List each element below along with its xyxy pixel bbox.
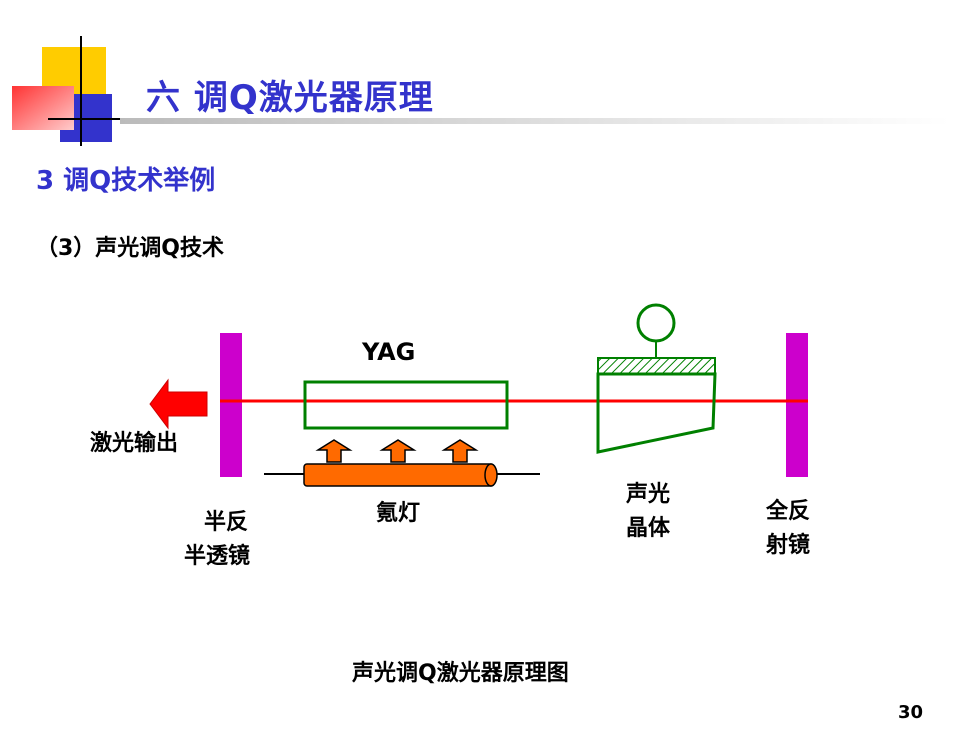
- page-number: 30: [898, 702, 924, 723]
- section-heading: （3）声光调Q技术: [36, 236, 225, 261]
- pump-arrow-3: [441, 439, 479, 463]
- lamp-label: 氪灯: [376, 501, 421, 526]
- acousto-optic-crystal: [596, 372, 717, 454]
- slide-subtitle: 3 调Q技术举例: [36, 166, 216, 196]
- output-mirror-label-line1: 半反: [204, 510, 249, 535]
- title-underline: [120, 118, 950, 124]
- pump-arrow-2: [379, 439, 417, 463]
- transducer-circle: [636, 303, 676, 343]
- yag-label: YAG: [362, 338, 416, 366]
- pump-arrows: [315, 439, 479, 463]
- transducer-plate: [597, 357, 716, 375]
- output-arrow: [149, 378, 208, 430]
- pump-arrow-1: [315, 439, 353, 463]
- krypton-lamp: [303, 463, 495, 487]
- output-mirror-label-line2: 半透镜: [184, 544, 251, 569]
- rear-mirror: [786, 333, 808, 477]
- diagram-caption: 声光调Q激光器原理图: [352, 661, 569, 686]
- logo-red-square: [12, 86, 74, 130]
- laser-output-label: 激光输出: [90, 431, 179, 456]
- crystal-label-line1: 声光: [626, 482, 671, 507]
- yag-rod: [303, 380, 509, 430]
- slide-title: 六 调Q激光器原理: [146, 78, 434, 118]
- crystal-label-line2: 晶体: [626, 516, 671, 541]
- rear-mirror-label-line2: 射镜: [766, 533, 811, 558]
- krypton-lamp-end: [484, 463, 498, 487]
- output-mirror: [220, 333, 242, 477]
- rear-mirror-label-line1: 全反: [766, 499, 811, 524]
